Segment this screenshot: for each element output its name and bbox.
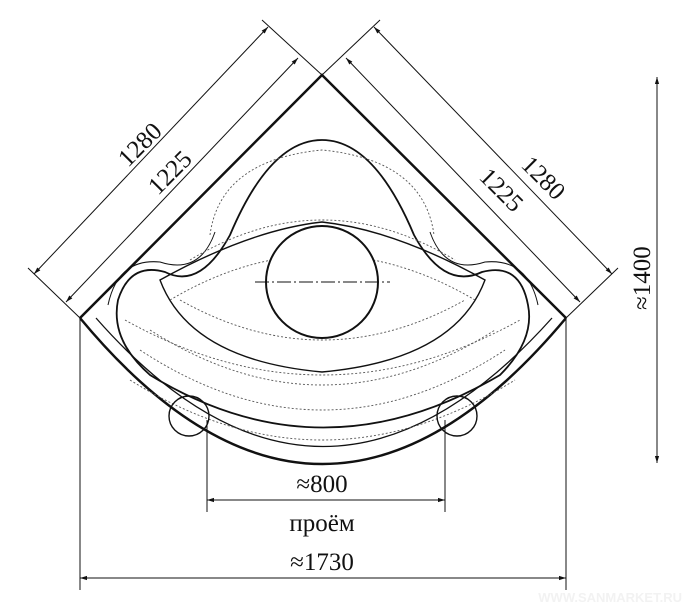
leg-left (168, 395, 210, 437)
right-dimensions (321, 19, 619, 319)
dim-total-width: ≈1730 (290, 549, 354, 576)
leg-right (436, 395, 478, 437)
dim-height: ≈1400 (629, 246, 656, 310)
bottom-dimensions (79, 318, 567, 590)
left-dimensions (27, 19, 323, 319)
opening-label: проём (289, 510, 354, 537)
watermark: WWW.SANMARKET.RU (538, 590, 682, 605)
dim-opening: ≈800 (296, 471, 347, 498)
dim-left-inner: 1225 (143, 146, 197, 200)
